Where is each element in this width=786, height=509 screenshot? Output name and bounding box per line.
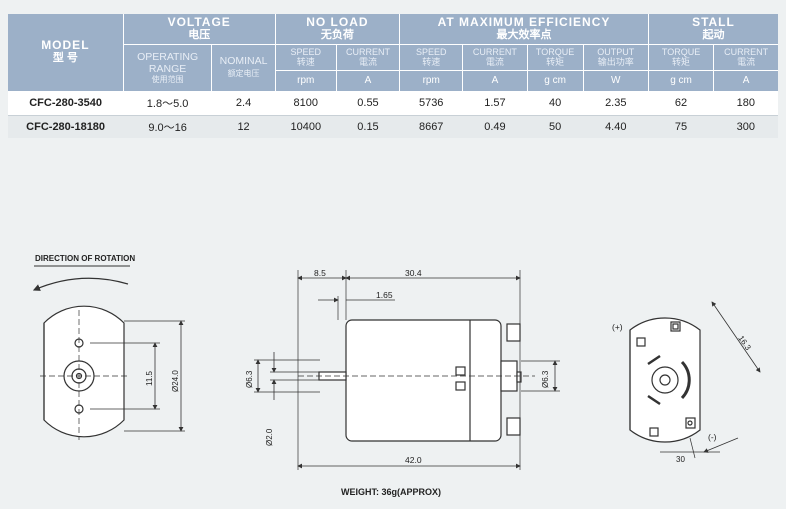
table-cell: 2.35 — [583, 90, 649, 116]
dim-6-3-right: Ø6.3 — [541, 370, 550, 388]
table-row: CFC-280-18180 9.0～16 12 10400 0.15 8667 … — [8, 115, 778, 138]
minus-terminal-label: (-) — [708, 432, 717, 442]
dim-8-5: 8.5 — [314, 268, 326, 278]
table-cell: 8667 — [399, 115, 463, 138]
table-cell: 40 — [527, 90, 584, 116]
dim-1-65: 1.65 — [376, 290, 393, 300]
table-cell: 180 — [713, 90, 778, 116]
side-view — [254, 270, 560, 470]
plus-terminal-label: (+) — [612, 322, 623, 332]
rear-view — [629, 301, 761, 459]
dim-16-3: 16.3 — [736, 334, 753, 352]
dim-6-3-left: Ø6.3 — [245, 370, 254, 388]
front-view — [40, 305, 185, 440]
dim-30-4: 30.4 — [405, 268, 422, 278]
weight-label: WEIGHT: 36g(APPROX) — [341, 487, 441, 497]
dim-24: Ø24.0 — [171, 370, 180, 392]
table-cell: 75 — [648, 115, 714, 138]
table-cell: 50 — [527, 115, 584, 138]
unit-cell: A — [462, 69, 528, 91]
table-cell: 0.55 — [336, 90, 400, 116]
rotation-label: DIRECTION OF ROTATION — [35, 254, 135, 263]
dim-42: 42.0 — [405, 455, 422, 465]
unit-cell: rpm — [274, 69, 337, 91]
dim-11-5: 11.5 — [145, 370, 154, 386]
unit-cell: g cm — [526, 69, 584, 91]
nominal-header: NOMINAL 额定电压 — [211, 43, 276, 91]
table-row: CFC-280-3540 1.8～5.0 2.4 8100 0.55 5736 … — [8, 90, 778, 116]
table-cell: 12 — [211, 115, 276, 138]
dim-2: Ø2.0 — [265, 428, 274, 446]
table-cell: 5736 — [399, 90, 463, 116]
table-cell: 8100 — [275, 90, 337, 116]
table-cell: 0.15 — [336, 115, 400, 138]
operating-range-header: OPERATING RANGE 使用范围 — [122, 43, 212, 91]
table-cell: 300 — [713, 115, 778, 138]
table-cell: 2.4 — [211, 90, 276, 116]
unit-cell: rpm — [399, 69, 463, 91]
rotation-indicator: DIRECTION OF ROTATION — [32, 254, 135, 291]
table-cell: 9.0～16 — [123, 115, 212, 138]
unit-cell: A — [713, 69, 778, 91]
unit-cell: W — [582, 69, 649, 91]
model-cell: CFC-280-3540 — [8, 90, 124, 116]
unit-cell: g cm — [647, 69, 714, 91]
rotation-arrow-icon — [32, 277, 129, 291]
table-cell: 0.49 — [462, 115, 528, 138]
model-cell: CFC-280-18180 — [8, 115, 124, 138]
table-cell: 4.40 — [583, 115, 649, 138]
table-cell: 1.8～5.0 — [123, 90, 212, 116]
table-cell: 62 — [648, 90, 714, 116]
table-cell: 10400 — [275, 115, 337, 138]
model-header: MODEL 型 号 — [8, 14, 124, 91]
unit-cell: A — [335, 69, 400, 91]
dim-30: 30 — [676, 455, 685, 464]
table-cell: 1.57 — [462, 90, 528, 116]
